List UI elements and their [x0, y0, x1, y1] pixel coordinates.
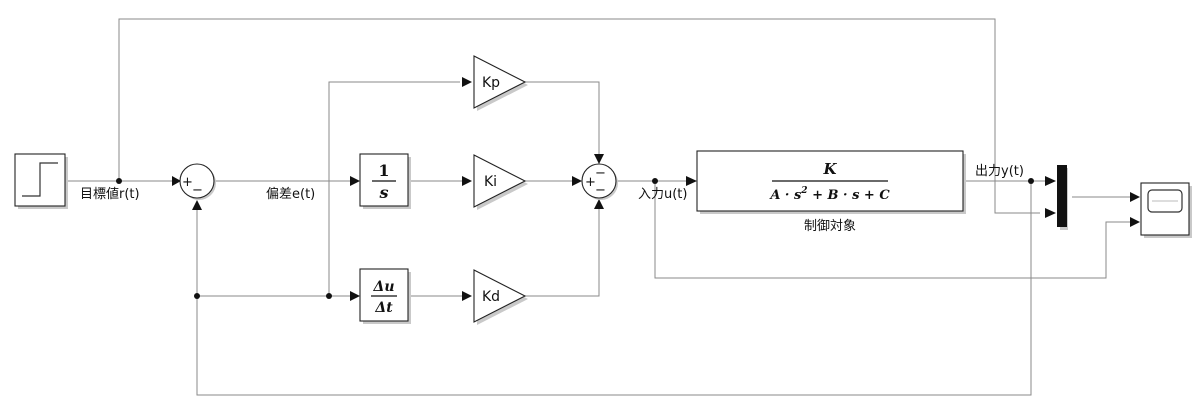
integrator-block[interactable]: 1 s [359, 153, 411, 209]
arrow-sum1-feedback [192, 200, 202, 210]
sum2-sign-top: − [595, 166, 606, 181]
signal-lines [66, 18, 1130, 396]
branch-dot-output [1028, 178, 1034, 184]
gain-ki-label: Ki [484, 174, 497, 190]
plant-label: 制御対象 [804, 219, 856, 234]
step-icon [22, 162, 58, 197]
plant-transfer-function-block[interactable]: K A · s2 + B · s + C [696, 150, 966, 214]
integrator-numerator: 1 [378, 161, 389, 180]
wire-input-to-scope[interactable] [654, 181, 1130, 279]
sum-junction-2[interactable]: + − − [581, 163, 618, 200]
mux-block[interactable] [1057, 165, 1068, 230]
wire-feedback-loop[interactable] [196, 181, 1032, 396]
sum-junction-1[interactable]: + − [179, 163, 216, 200]
arrow-kp-in [462, 77, 472, 87]
derivative-block[interactable]: Δu Δt [359, 268, 411, 324]
signal-label-reference: 目標値r(t) [80, 186, 140, 202]
signal-label-error: 偏差e(t) [266, 187, 315, 202]
arrow-sum1-in [172, 176, 181, 186]
wire-reference-to-mux[interactable] [118, 18, 1040, 214]
arrow-mux-in2 [1045, 208, 1056, 218]
sum2-sign-left: + [585, 175, 596, 190]
gain-kp-label: Kp [482, 75, 500, 91]
derivative-numerator: Δu [372, 279, 394, 295]
arrowheads [172, 77, 1140, 301]
arrow-scope-in2 [1130, 217, 1140, 227]
arrow-scope-in1 [1130, 192, 1140, 202]
branch-dot-input [652, 178, 658, 184]
gain-kd-label: Kd [482, 289, 500, 305]
signal-label-output: 出力y(t) [975, 164, 1024, 179]
wire-error-to-kp[interactable] [328, 81, 460, 296]
arrow-mux-in1 [1045, 176, 1056, 186]
gain-ki-block[interactable]: Ki [473, 154, 528, 210]
signal-label-input: 入力u(t) [638, 187, 687, 202]
sum2-sign-bottom: − [595, 183, 606, 198]
branch-dot-error [326, 293, 332, 299]
sum1-sign-left: + [182, 175, 193, 190]
arrow-ki-in [462, 176, 472, 186]
branch-points [116, 178, 1034, 299]
arrow-plant-in [686, 176, 697, 186]
plant-denominator: A · s2 + B · s + C [768, 186, 890, 203]
branch-dot-feedback [194, 293, 200, 299]
arrow-sum2-top [594, 154, 604, 164]
arrow-integrator-in [350, 176, 360, 186]
gain-kd-block[interactable]: Kd [473, 269, 528, 325]
arrow-derivative-in [350, 291, 360, 301]
scope-block[interactable] [1140, 182, 1192, 238]
sum1-sign-bottom: − [192, 183, 203, 198]
arrow-kd-in [462, 291, 472, 301]
derivative-denominator: Δt [374, 300, 393, 316]
plant-numerator: K [822, 160, 837, 178]
wire-kd-to-sum2[interactable] [525, 209, 600, 297]
arrow-sum2-bottom [594, 199, 604, 209]
integrator-denominator: s [378, 183, 388, 202]
step-source-block[interactable] [14, 153, 68, 209]
wire-kp-to-sum2[interactable] [525, 81, 600, 154]
gain-kp-block[interactable]: Kp [473, 55, 528, 111]
arrow-sum2-left [572, 176, 582, 186]
branch-dot-reference [116, 178, 122, 184]
